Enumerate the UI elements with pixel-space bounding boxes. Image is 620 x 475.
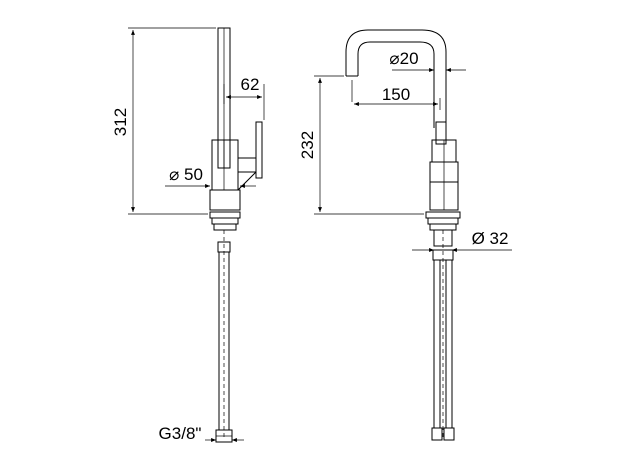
front-curved-spout: [345, 29, 447, 128]
offset-62-label: 62: [241, 75, 260, 94]
front-view: ⌀20 150 232 Ø 32: [298, 29, 512, 441]
front-supply-tubes: [431, 230, 455, 441]
front-body: [429, 121, 459, 211]
connection-g38-label: G3/8": [159, 424, 202, 443]
dimension-offset-62: 62: [223, 75, 265, 120]
side-mounting-nut: [209, 211, 241, 231]
dimension-height-312: 312: [111, 27, 216, 215]
dimension-spout-diameter-20: ⌀20: [389, 49, 466, 72]
reach-150-label: 150: [382, 85, 410, 104]
dimension-base-diameter-32: Ø 32: [412, 229, 512, 252]
spout-diameter-20-label: ⌀20: [389, 49, 418, 68]
side-lever-handle: [237, 121, 263, 191]
side-view: 312 62 ⌀ 50 G3/8": [111, 27, 265, 443]
dimension-height-232: 232: [298, 75, 424, 215]
body-diameter-50-label: ⌀ 50: [169, 165, 203, 184]
dimension-body-diameter-50: ⌀ 50: [165, 165, 256, 188]
height-312-label: 312: [111, 108, 130, 136]
front-mounting-nut: [425, 211, 461, 247]
dimension-reach-150: 150: [354, 85, 441, 110]
dimension-connection-g38: G3/8": [159, 424, 244, 443]
side-body: [209, 139, 241, 211]
base-diameter-32-label: Ø 32: [472, 229, 509, 248]
height-232-label: 232: [298, 131, 317, 159]
side-supply-hose: [215, 230, 233, 443]
